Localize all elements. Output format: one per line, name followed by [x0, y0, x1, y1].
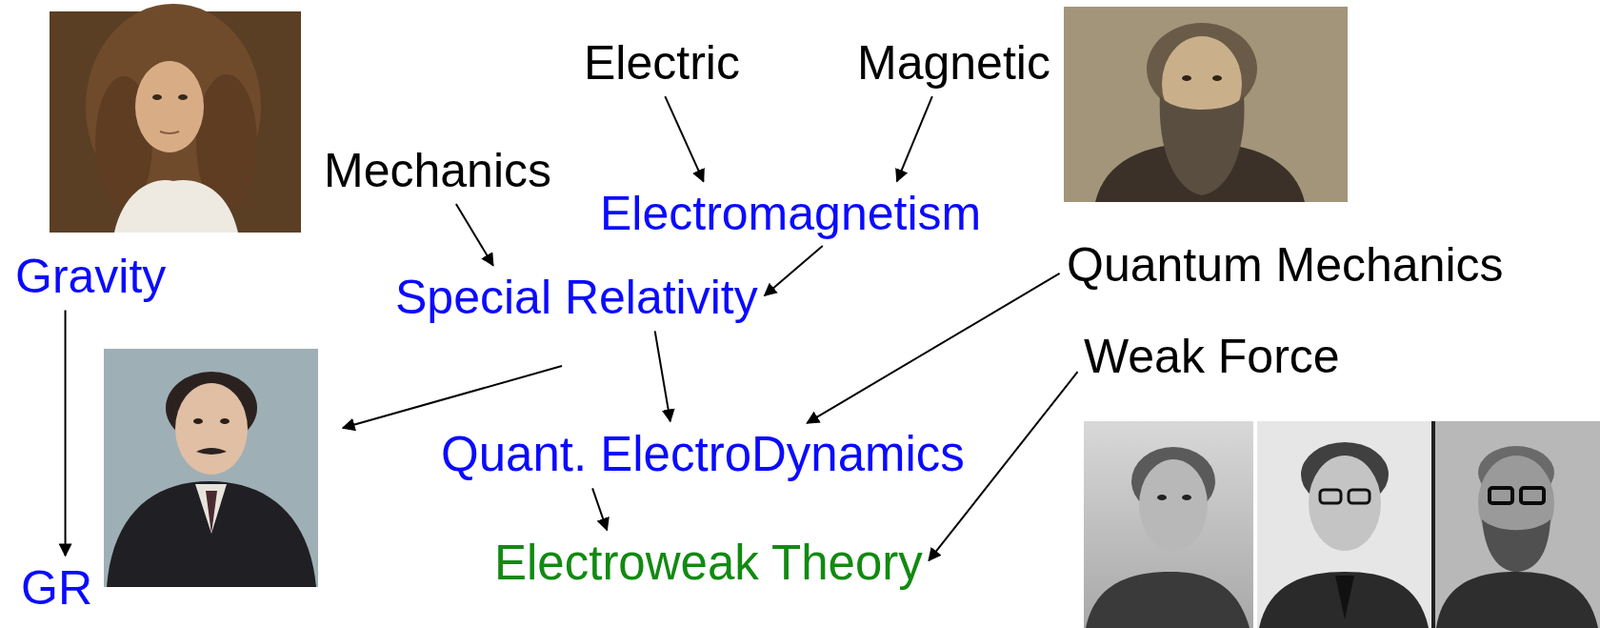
flow-arrow [664, 96, 703, 181]
flow-arrow [456, 203, 494, 266]
flow-arrow [897, 96, 933, 181]
flow-arrow [764, 245, 823, 296]
face [175, 382, 248, 475]
suit [1085, 571, 1250, 628]
collar [195, 483, 227, 534]
eye [178, 94, 188, 100]
portrait-ground [103, 348, 319, 587]
suit [1436, 571, 1599, 628]
flow-arrow [655, 330, 671, 421]
term-label: Weak Force [1083, 329, 1340, 385]
term-node: Quant. ElectroDynamics [437, 424, 969, 485]
term-label: GR [20, 560, 93, 617]
term-node: Magnetic [853, 34, 1055, 94]
pointer-arrow [342, 365, 562, 428]
panel-gap [1431, 420, 1436, 628]
term-label: Electroweak Theory [494, 535, 923, 592]
term-label: Magnetic [857, 36, 1051, 92]
portrait-ground [1255, 420, 1434, 628]
portrait-ground [1083, 420, 1256, 628]
beard [1160, 95, 1245, 196]
term-label: Special Relativity [395, 270, 759, 326]
tie [1335, 575, 1355, 620]
eye [152, 94, 162, 100]
shirt [114, 180, 239, 233]
mouth [160, 131, 180, 134]
flow-arrow [592, 487, 607, 530]
mustache [196, 447, 227, 455]
term-node: GR [17, 559, 97, 619]
portrait-ground [1063, 6, 1348, 202]
glasses [1320, 489, 1341, 503]
term-label: Quantum Mechanics [1066, 238, 1504, 294]
term-node: Electroweak Theory [490, 533, 927, 594]
term-node: Electromagnetism [596, 184, 985, 244]
term-label: Gravity [15, 249, 166, 305]
term-node: Mechanics [320, 141, 556, 201]
glasses [1489, 487, 1513, 503]
term-node: Gravity [11, 247, 170, 307]
glasses [1348, 489, 1370, 503]
glasses [1520, 487, 1544, 503]
face [1139, 459, 1208, 551]
term-node: Electric [580, 34, 744, 94]
portrait-ground [1433, 420, 1600, 628]
face [1308, 455, 1381, 551]
flow-arrow [64, 310, 67, 557]
eye [193, 418, 203, 424]
maxwell-portrait [1063, 6, 1348, 202]
suit [1259, 571, 1429, 628]
term-label: Electric [583, 36, 740, 92]
suit [106, 480, 317, 587]
term-node: Quantum Mechanics [1062, 236, 1508, 296]
eye [1181, 494, 1192, 500]
term-label: Quant. ElectroDynamics [440, 426, 965, 483]
panel-gap [1253, 420, 1258, 628]
term-label: Mechanics [323, 143, 552, 200]
term-node: Weak Force [1080, 327, 1344, 387]
newton-portrait [49, 3, 301, 233]
einstein-portrait [103, 348, 319, 587]
eye [1181, 75, 1192, 81]
term-label: Electromagnetism [600, 186, 981, 242]
eye [1212, 75, 1222, 81]
beard [1481, 519, 1551, 572]
face [135, 60, 204, 153]
eye [220, 418, 230, 424]
term-node: Special Relativity [391, 268, 762, 328]
flow-arrow [806, 273, 1060, 423]
eye [1157, 494, 1167, 500]
tie [205, 490, 218, 534]
electroweak-portraits [1083, 420, 1600, 628]
